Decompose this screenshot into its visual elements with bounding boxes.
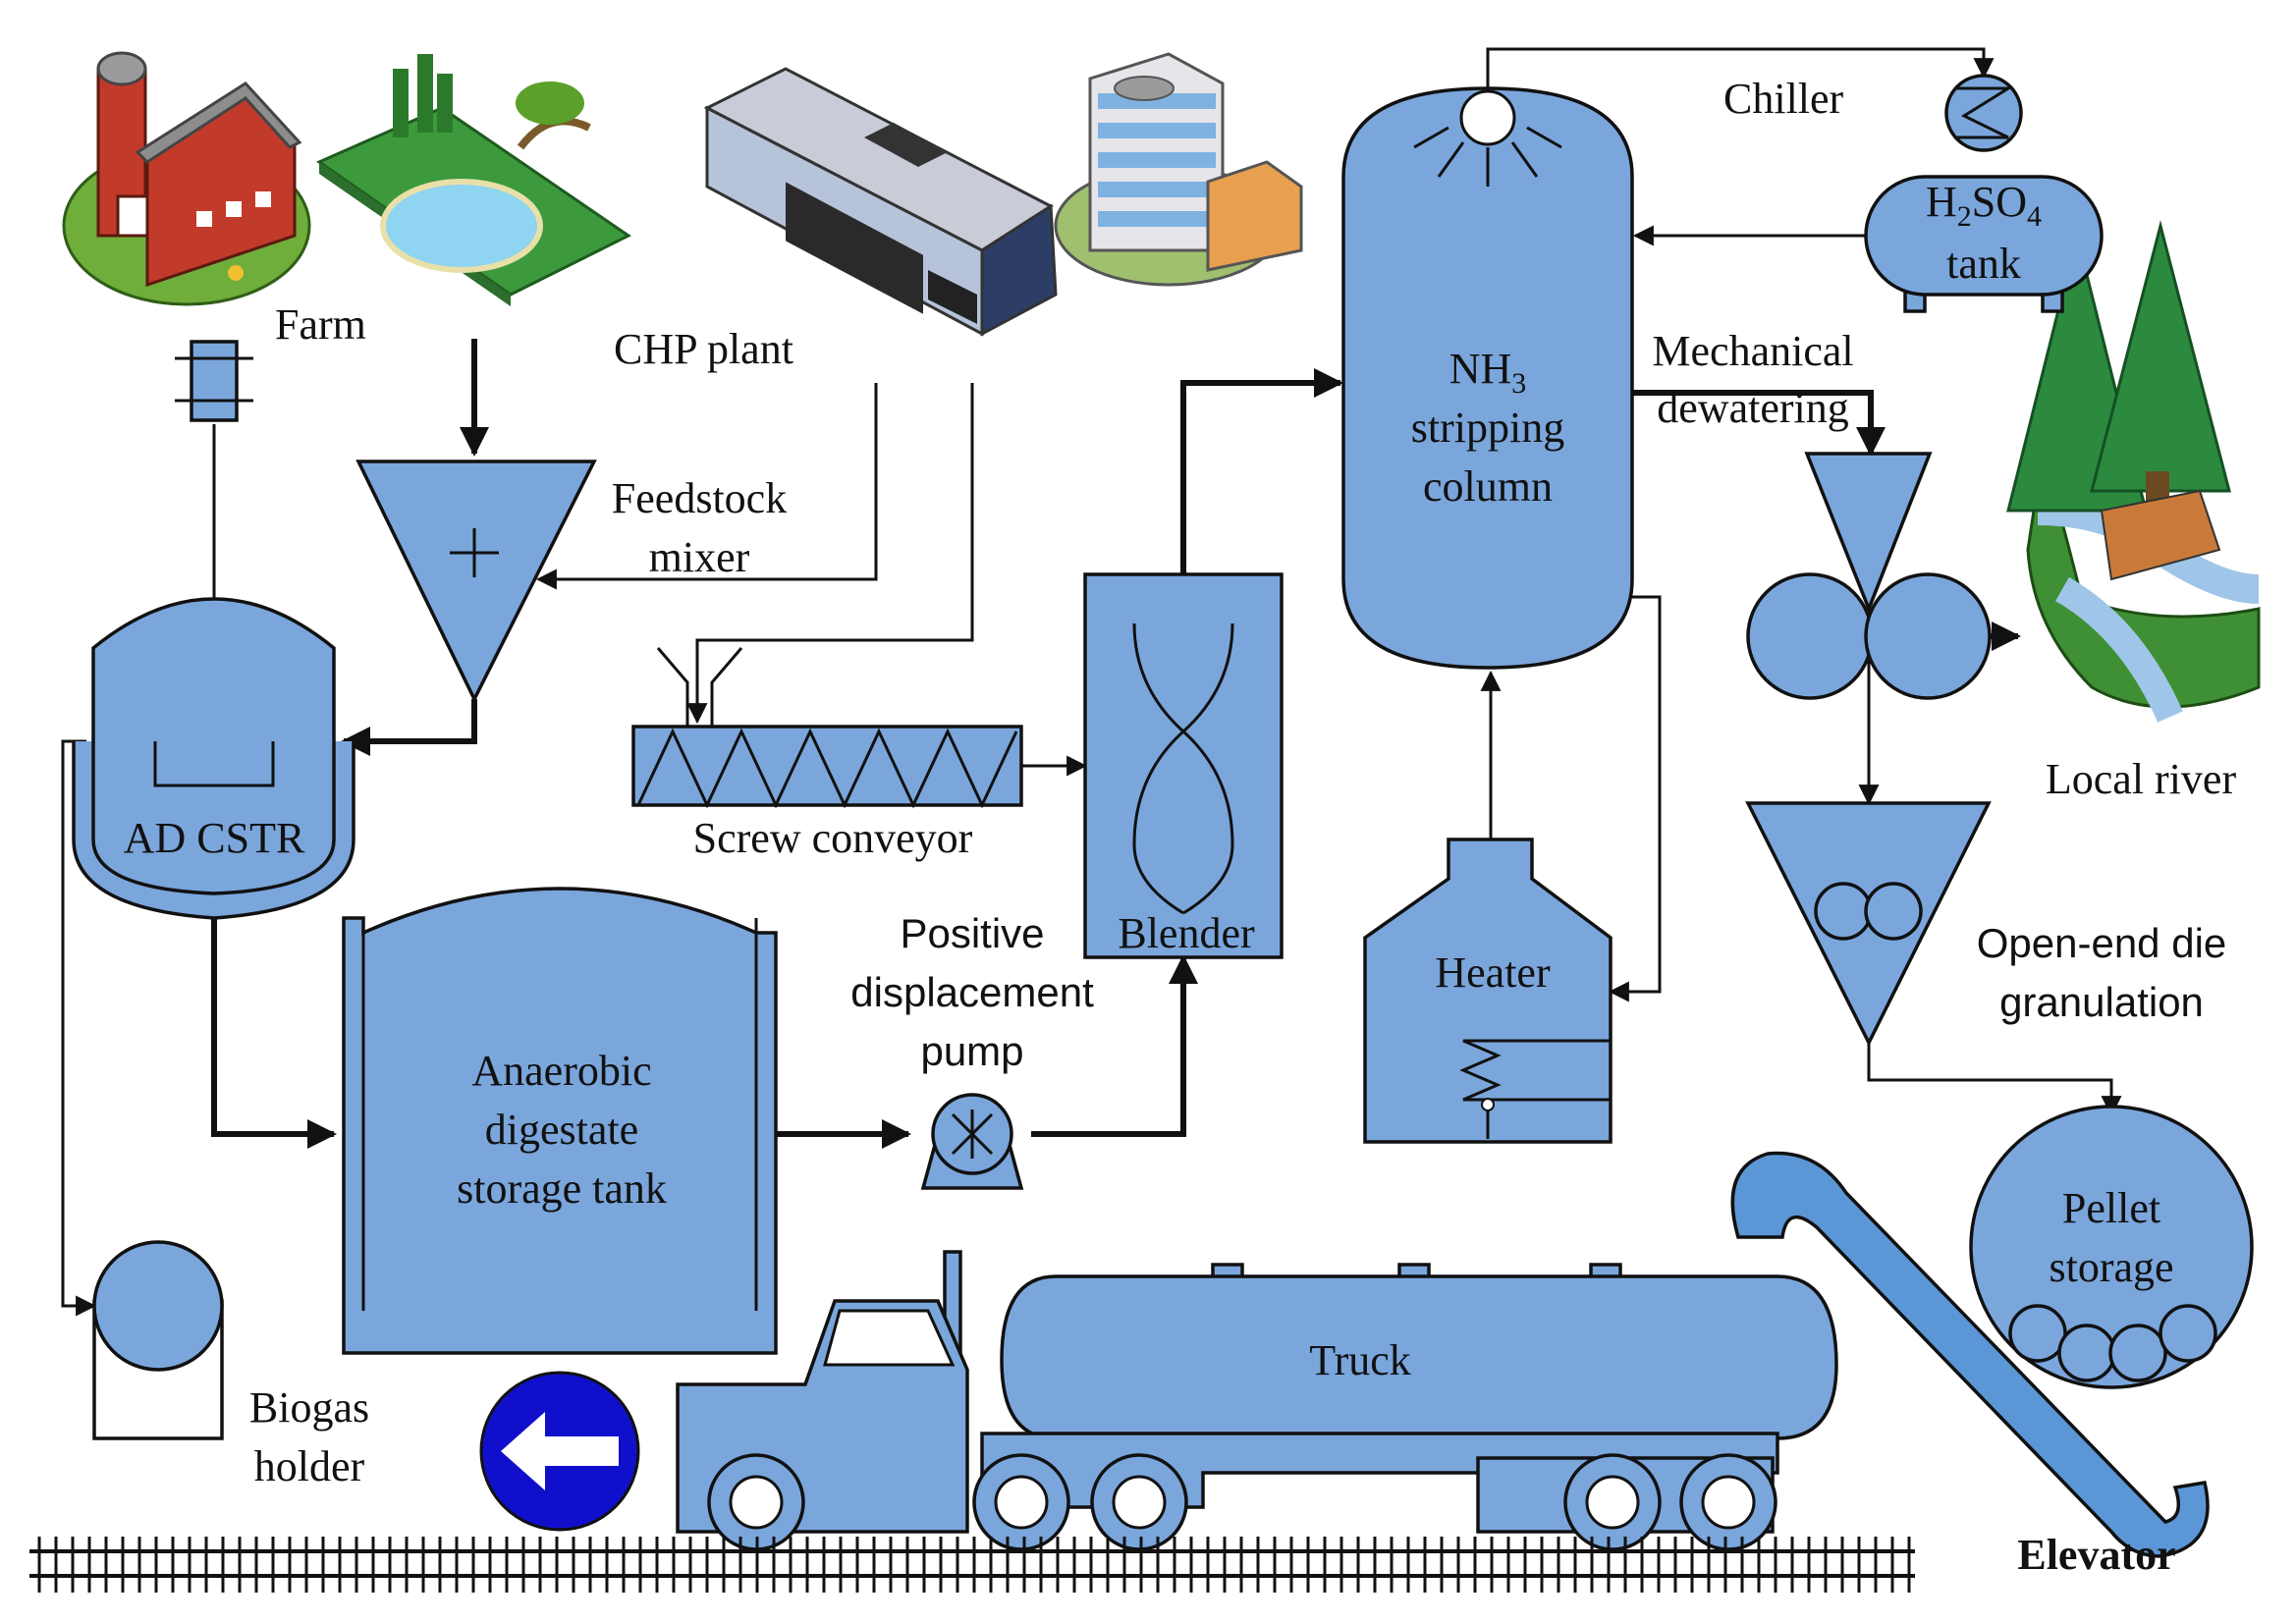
label-nh3-column-line2: stripping bbox=[1411, 404, 1564, 452]
label-blender: Blender bbox=[1118, 909, 1255, 957]
label-feedstock-mixer: Feedstock bbox=[612, 474, 787, 522]
h2so4-tank bbox=[1864, 175, 2104, 313]
blender bbox=[1083, 572, 1284, 959]
mechanical-dewatering bbox=[1746, 452, 1992, 700]
label-pellet-storage-line2: storage bbox=[2049, 1243, 2173, 1291]
nh3-stripping-column bbox=[1341, 86, 1634, 670]
label-pellet-storage: Pellet bbox=[2062, 1184, 2160, 1232]
label-farm: Farm bbox=[275, 300, 366, 349]
inline-valve bbox=[175, 340, 253, 422]
anaerobic-digestate-storage-tank bbox=[342, 887, 778, 1355]
label-h2so4-tank-line2: tank bbox=[1946, 240, 2021, 288]
label-storage-tank-line2: digestate bbox=[485, 1106, 638, 1154]
elevator bbox=[1730, 1151, 2210, 1558]
tanker-truck bbox=[676, 1250, 1838, 1551]
label-granulation: Open-end die bbox=[1977, 920, 2227, 966]
ad-cstr-reactor bbox=[72, 597, 355, 920]
label-mechanical-dewatering: Mechanical bbox=[1652, 327, 1853, 375]
local-river-forest-icon bbox=[2006, 220, 2261, 723]
label-mechanical-dewatering-line2: dewatering bbox=[1657, 384, 1848, 432]
positive-displacement-pump bbox=[920, 1093, 1024, 1190]
office-building-icon bbox=[1054, 52, 1303, 287]
label-chp-plant: CHP plant bbox=[614, 325, 793, 373]
label-feedstock-mixer-line2: mixer bbox=[649, 533, 750, 581]
label-ad-cstr: AD CSTR bbox=[124, 814, 305, 862]
rail-track bbox=[29, 1537, 1915, 1593]
label-granulation-line2: granulation bbox=[1999, 979, 2204, 1025]
label-biogas-holder: Biogas bbox=[249, 1383, 369, 1432]
chp-plant-building-icon bbox=[703, 67, 1058, 337]
label-elevator: Elevator bbox=[2017, 1531, 2175, 1579]
label-heater: Heater bbox=[1435, 948, 1551, 997]
heater bbox=[1363, 838, 1613, 1144]
biogas-holder bbox=[92, 1240, 224, 1440]
open-end-die-granulation bbox=[1745, 801, 1992, 1047]
label-storage-tank-line3: storage tank bbox=[457, 1164, 667, 1213]
pellet-storage bbox=[1969, 1105, 2254, 1389]
label-h2so4-tank: H2SO4 bbox=[1926, 178, 2042, 233]
label-storage-tank: Anaerobic bbox=[471, 1047, 651, 1095]
label-nh3-column-line3: column bbox=[1423, 462, 1553, 511]
screw-conveyor bbox=[631, 647, 1023, 809]
label-biogas-holder-line2: holder bbox=[254, 1442, 365, 1490]
label-screw-conveyor: Screw conveyor bbox=[693, 814, 973, 862]
label-pump-line2: displacement bbox=[850, 969, 1094, 1015]
label-truck: Truck bbox=[1309, 1336, 1411, 1384]
label-local-river: Local river bbox=[2046, 755, 2237, 803]
label-pump: Positive bbox=[900, 910, 1044, 956]
label-nh3-column: NH3 bbox=[1449, 345, 1527, 400]
label-chiller: Chiller bbox=[1723, 75, 1844, 123]
farm-barn-icon bbox=[62, 51, 311, 306]
chiller bbox=[1944, 74, 2023, 152]
one-way-arrow-sign-icon bbox=[479, 1371, 640, 1532]
label-pump-line3: pump bbox=[920, 1028, 1023, 1074]
feedstock-mixer bbox=[355, 460, 597, 703]
farm-field-pond-icon bbox=[315, 54, 631, 306]
